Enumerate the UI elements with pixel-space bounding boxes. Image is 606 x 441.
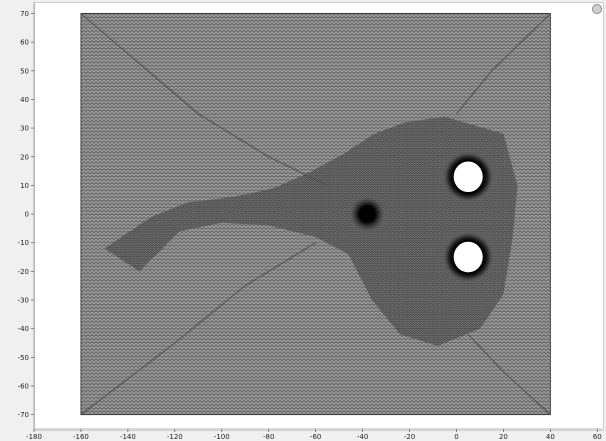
mesh-features: [350, 151, 494, 283]
y-tick-label: -50: [18, 354, 29, 362]
mesh-seam-2: [80, 242, 317, 416]
mesh-diagonal-lines: [80, 12, 551, 416]
lower-cylinder: [452, 240, 485, 274]
x-tick-label: -160: [73, 433, 89, 441]
y-tick-label: 40: [20, 96, 29, 104]
mesh-seam-3: [455, 12, 551, 115]
wake-region: [104, 116, 518, 346]
x-tick-label: 40: [546, 433, 555, 441]
y-tick-label: -70: [18, 411, 29, 419]
x-tick-label: -100: [214, 433, 230, 441]
y-tick-label: 0: [25, 211, 29, 219]
upper-cylinder: [452, 160, 485, 194]
x-tick-label: -140: [120, 433, 136, 441]
y-tick-label: 50: [20, 67, 29, 75]
x-tick-label: 60: [593, 433, 602, 441]
wake-refinement-region: [104, 116, 518, 346]
y-tick-label: -30: [18, 297, 29, 305]
x-tick-label: -120: [167, 433, 183, 441]
y-tick-label: -10: [18, 239, 29, 247]
y-tick-label: -20: [18, 268, 29, 276]
x-tick-label: -20: [404, 433, 415, 441]
y-tick-label: 60: [20, 39, 29, 47]
y-tick-label: -60: [18, 383, 29, 391]
y-tick-label: 30: [20, 125, 29, 133]
x-tick-label: 0: [454, 433, 458, 441]
mesh-seam-1: [80, 12, 328, 187]
y-tick-label: 20: [20, 153, 29, 161]
dense-mesh-core: [358, 205, 376, 223]
x-tick-label: -60: [310, 433, 321, 441]
x-tick-label: -180: [26, 433, 42, 441]
y-tick-label: 10: [20, 182, 29, 190]
x-tick-label: 20: [499, 433, 508, 441]
view-options-icon[interactable]: [592, 4, 602, 14]
mesh-seam-4: [467, 333, 551, 416]
y-tick-label: -40: [18, 325, 29, 333]
y-tick-label: 70: [20, 10, 29, 18]
x-tick-label: -40: [357, 433, 368, 441]
x-tick-label: -80: [263, 433, 274, 441]
